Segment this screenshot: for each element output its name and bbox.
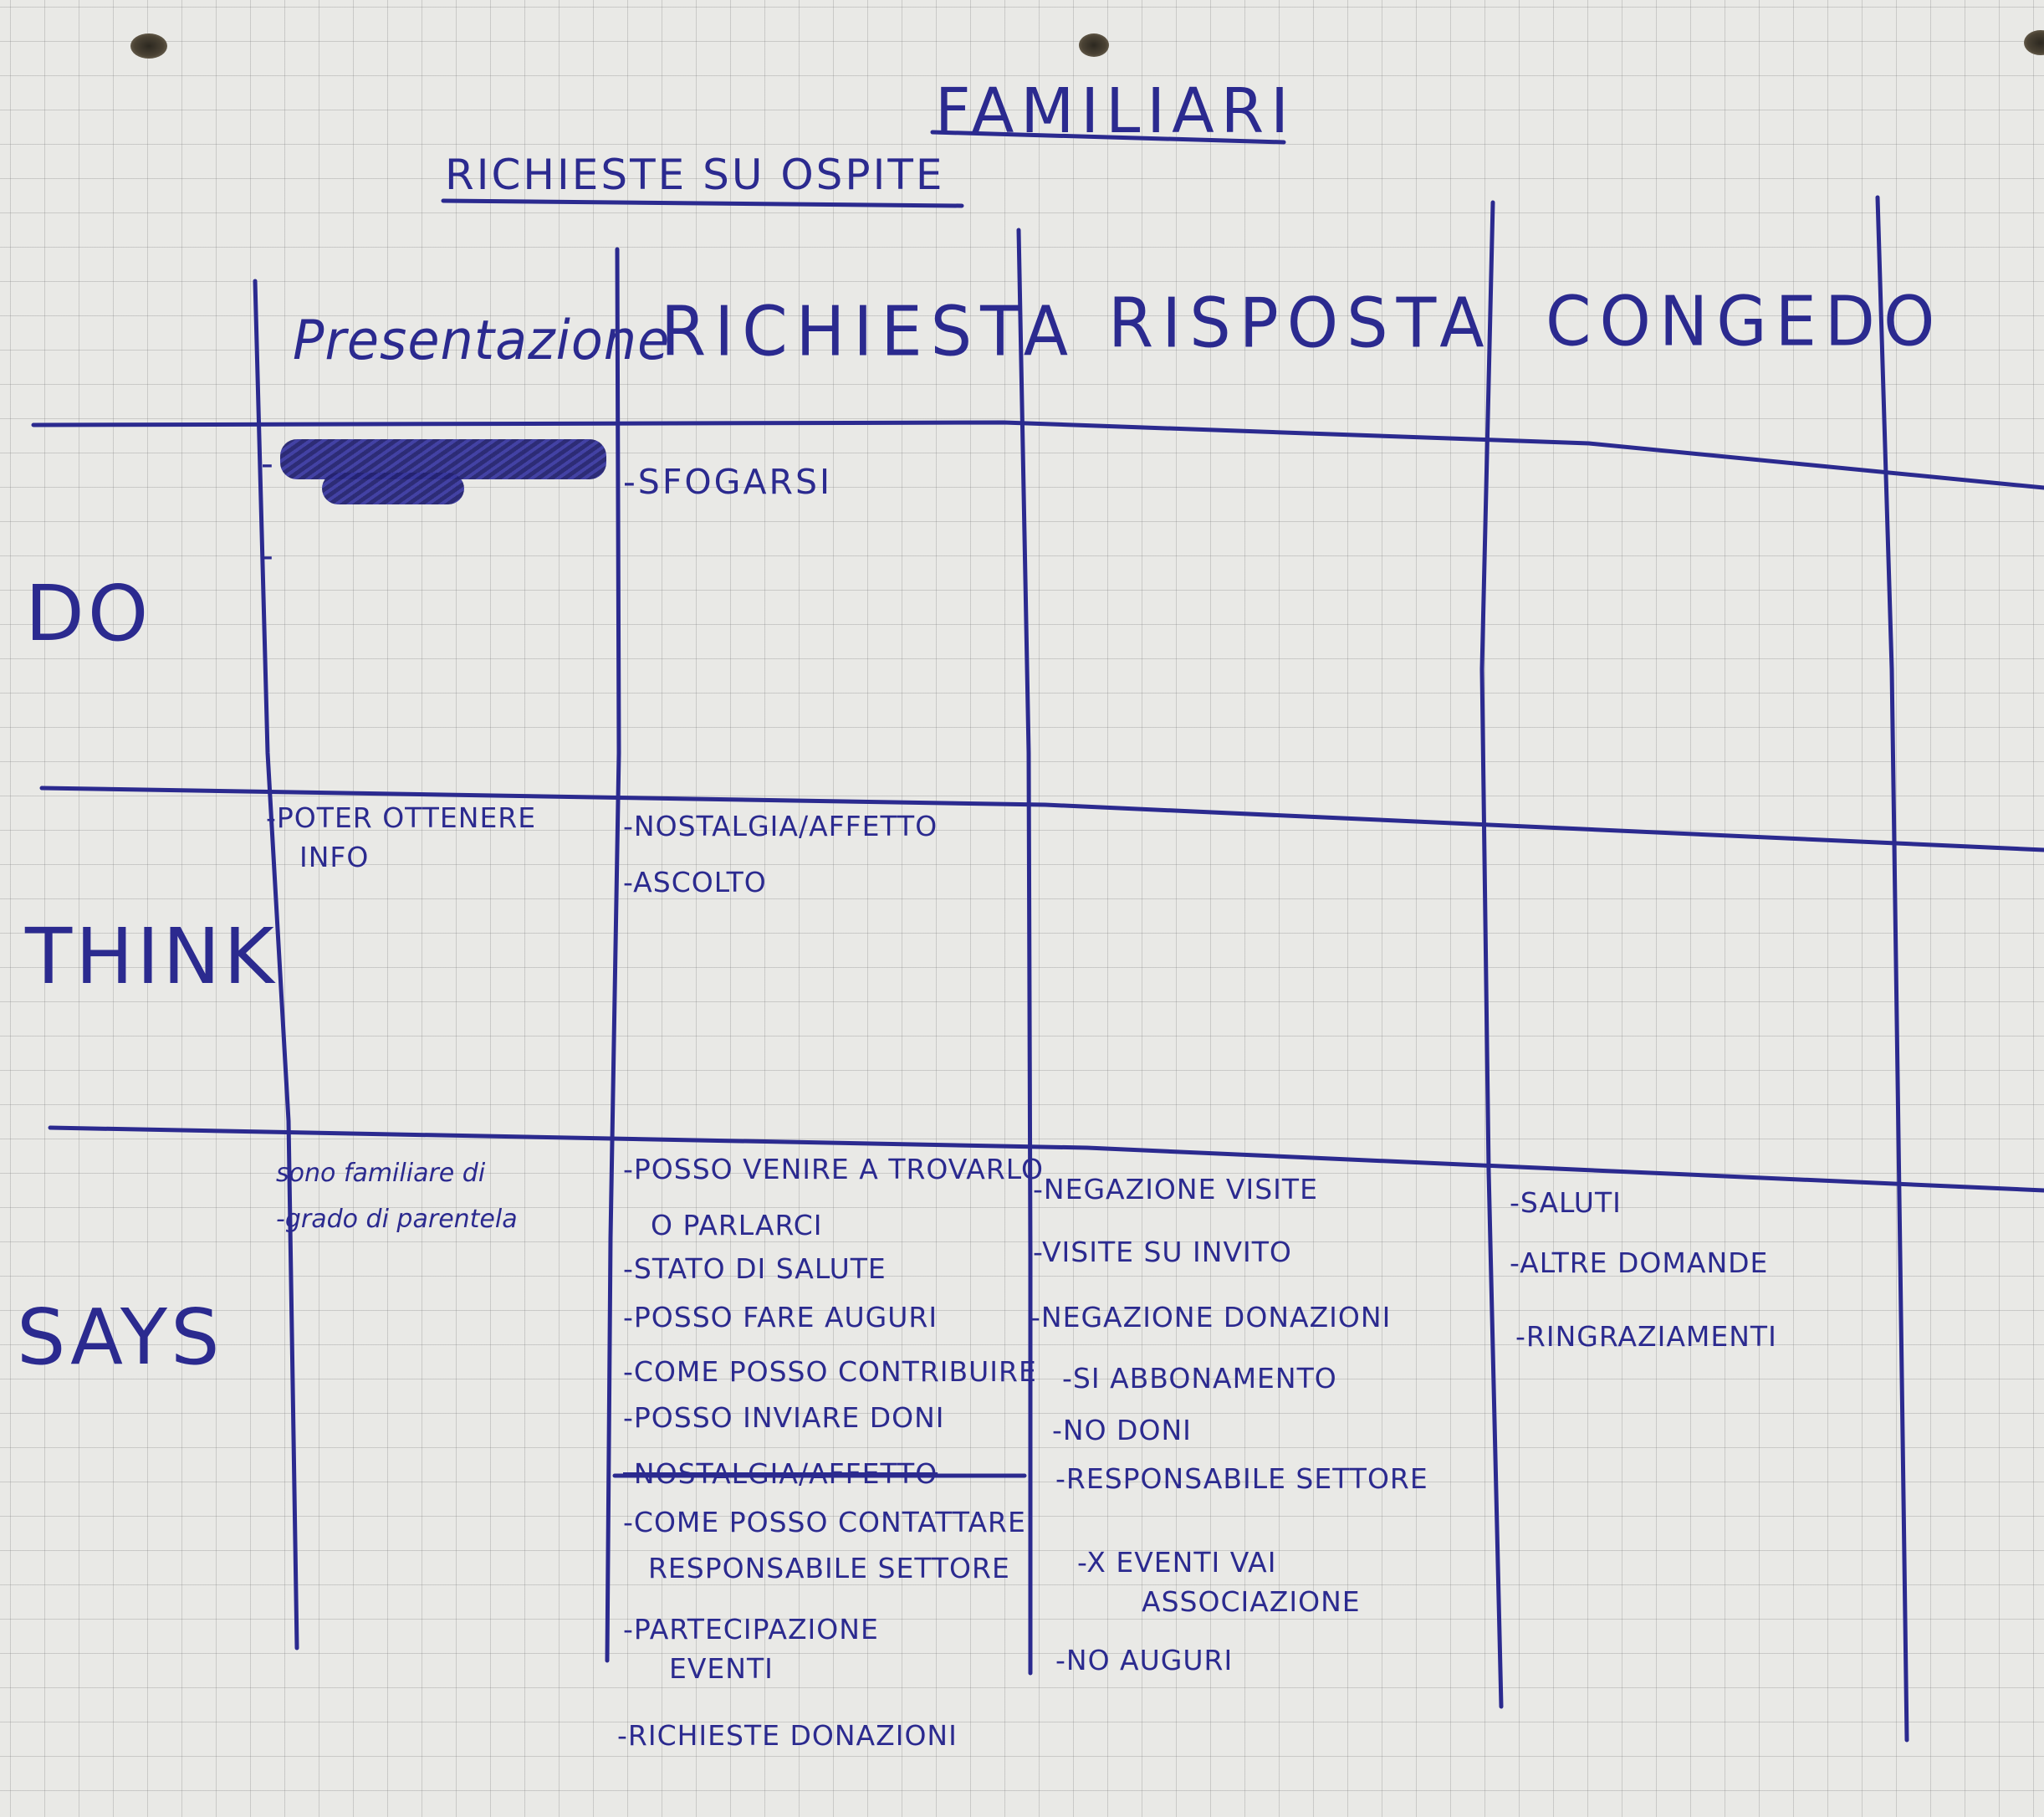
- do-richiesta-item: -SFOGARSI: [623, 462, 833, 502]
- says-richiesta-item: -POSSO INVIARE DONI: [623, 1401, 945, 1434]
- col-divider-1: [253, 279, 299, 1651]
- says-risposta-item: -RESPONSABILE SETTORE: [1055, 1462, 1428, 1495]
- says-risposta-item: -NO AUGURI: [1055, 1644, 1234, 1676]
- col-divider-2: [605, 247, 621, 1663]
- row-label-think: THINK: [25, 912, 278, 1001]
- think-richiesta-item: -NOSTALGIA/AFFETTO: [623, 810, 938, 842]
- column-header-presentazione: Presentazione: [293, 308, 671, 372]
- says-risposta-item: -VISITE SU INVITO: [1033, 1236, 1292, 1268]
- says-congedo-item: -RINGRAZIAMENTI: [1515, 1320, 1777, 1353]
- says-richiesta-item: -STATO DI SALUTE: [623, 1252, 887, 1285]
- says-risposta-item: -SI ABBONAMENTO: [1062, 1362, 1337, 1395]
- do-presentazione-item: -: [261, 443, 276, 484]
- says-richiesta-item: EVENTI: [669, 1652, 774, 1685]
- subtitle-underline: [441, 198, 964, 208]
- title-underline: [930, 130, 1286, 145]
- punch-hole-left: [130, 33, 167, 59]
- says-richiesta-item: RESPONSABILE SETTORE: [648, 1552, 1010, 1584]
- column-header-risposta: RISPOSTA: [1108, 284, 1493, 364]
- think-richiesta-item: -ASCOLTO: [623, 866, 767, 898]
- scribbled-out-text: [322, 473, 464, 504]
- says-richiesta-item-struck: -NOSTALGIA/AFFETTO: [623, 1457, 938, 1490]
- row-label-do: DO: [25, 569, 152, 658]
- col-divider-4: [1479, 200, 1504, 1709]
- do-presentazione-item: -: [261, 535, 276, 576]
- do-think-divider: [39, 786, 2044, 852]
- says-presentazione-item: sono familiare di: [276, 1159, 486, 1188]
- says-congedo-item: -SALUTI: [1510, 1186, 1622, 1219]
- think-presentazione-item: -POTER OTTENERE: [266, 801, 537, 834]
- says-richiesta-item: -POSSO VENIRE A TROVARLO: [623, 1153, 1044, 1185]
- col-divider-5: [1875, 195, 1909, 1743]
- says-richiesta-item: -RICHIESTE DONAZIONI: [617, 1719, 958, 1752]
- says-richiesta-item: -COME POSSO CONTRIBUIRE: [623, 1355, 1037, 1388]
- row-label-says: SAYS: [17, 1292, 223, 1382]
- says-richiesta-item: -COME POSSO CONTATTARE: [623, 1506, 1026, 1538]
- says-congedo-item: -ALTRE DOMANDE: [1510, 1246, 1769, 1279]
- says-risposta-item: ASSOCIAZIONE: [1142, 1585, 1361, 1618]
- says-richiesta-item: -PARTECIPAZIONE: [623, 1613, 879, 1646]
- column-header-richiesta: RICHIESTA: [661, 292, 1077, 372]
- punch-hole-center: [1079, 33, 1109, 57]
- says-risposta-item: -NO DONI: [1052, 1414, 1192, 1446]
- says-risposta-item: -NEGAZIONE VISITE: [1033, 1173, 1318, 1205]
- says-presentazione-item: -grado di parentela: [276, 1205, 518, 1234]
- says-risposta-item: -X EVENTI VAI: [1077, 1546, 1277, 1579]
- page-title: FAMILIARI: [935, 75, 1295, 147]
- think-says-divider: [48, 1125, 2044, 1193]
- says-risposta-item: -NEGAZIONE DONAZIONI: [1030, 1301, 1392, 1333]
- column-header-congedo: CONGEDO: [1546, 282, 1944, 362]
- page-subtitle: RICHIESTE SU OSPITE: [445, 151, 945, 199]
- col-divider-3: [1016, 228, 1033, 1676]
- think-presentazione-item: INFO: [299, 841, 370, 873]
- says-richiesta-item: -POSSO FARE AUGURI: [623, 1301, 938, 1333]
- header-divider: [31, 420, 2044, 490]
- says-richiesta-item: O PARLARCI: [651, 1209, 823, 1241]
